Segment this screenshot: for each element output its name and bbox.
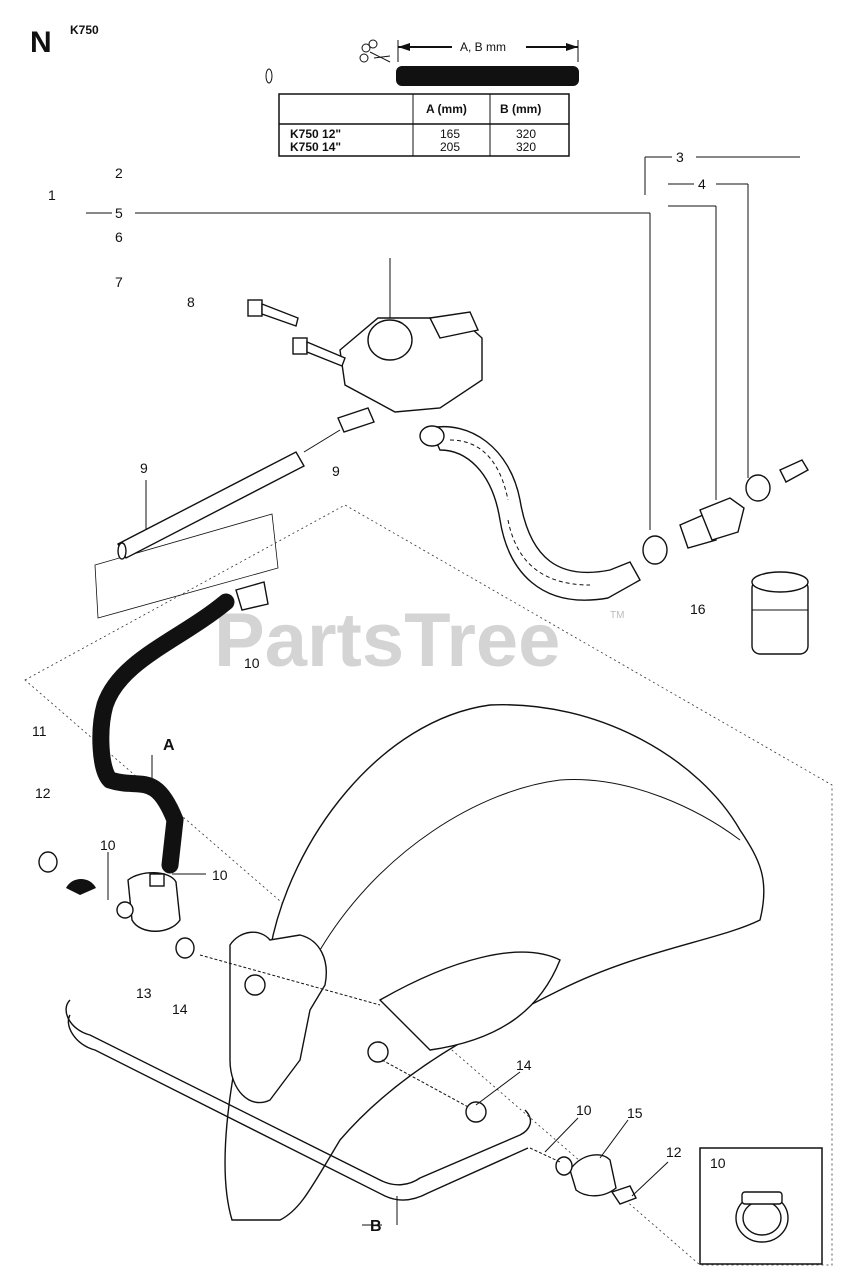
callout-9: 9 [140, 460, 148, 476]
water-hose [92, 593, 235, 874]
section-letter: N [30, 26, 52, 59]
o-ring [745, 474, 771, 502]
coupling-part [699, 497, 745, 541]
dimension-line [397, 40, 579, 62]
callout-5: 5 [115, 205, 123, 221]
callout-10: 10 [576, 1102, 592, 1118]
water-pipe [65, 999, 532, 1186]
table-row-a: 205 [440, 140, 460, 154]
callout-4: 4 [698, 176, 706, 192]
table-row-model: K750 12" [290, 127, 341, 141]
table-header-a: A (mm) [426, 102, 467, 116]
handle-part [339, 311, 483, 413]
water-valve [116, 872, 181, 932]
hose-end-icon [265, 68, 273, 84]
callout-b: B [370, 1218, 382, 1235]
callout-7: 7 [115, 274, 123, 290]
callout-10: 10 [212, 867, 228, 883]
callout-9: 9 [332, 463, 340, 479]
dimension-table [278, 93, 570, 157]
valve-screw [779, 459, 809, 483]
screw-part [247, 299, 299, 327]
callout-14: 14 [516, 1057, 532, 1073]
braided-hose [428, 426, 641, 601]
callout-11: 11 [32, 723, 47, 739]
table-header-b: B (mm) [500, 102, 541, 116]
blade-guard [224, 704, 765, 1221]
valve-cap [38, 851, 96, 895]
dimension-label: A, B mm [460, 40, 506, 54]
leader-lines [86, 156, 800, 530]
callout-10: 10 [244, 655, 260, 671]
hose-connector-part [751, 571, 809, 655]
hose-box [94, 513, 279, 619]
nipple-part [337, 407, 375, 433]
callout-3: 3 [676, 149, 684, 165]
callout-a: A [163, 737, 175, 754]
watermark-tm: TM [610, 610, 624, 621]
callout-2: 2 [115, 165, 123, 181]
hose-clamp [642, 535, 668, 565]
callout-12: 12 [666, 1144, 682, 1160]
callout-12: 12 [35, 785, 51, 801]
washer-part [465, 1101, 487, 1123]
callout-6: 6 [115, 229, 123, 245]
table-row-model: K750 14" [290, 140, 341, 154]
washer-part [175, 937, 195, 959]
table-row-a: 165 [440, 127, 460, 141]
model-name: K750 [70, 23, 99, 37]
inset-box [699, 1147, 823, 1265]
screw-part [292, 337, 346, 367]
lower-leaders [107, 852, 669, 1197]
callout-8: 8 [187, 294, 195, 310]
table-row-b: 320 [516, 127, 536, 141]
callout-13: 13 [136, 985, 152, 1001]
callout-14: 14 [172, 1001, 188, 1017]
screw-part [610, 1185, 637, 1205]
watermark: PartsTree [214, 598, 560, 683]
clamp-detail [735, 1191, 789, 1243]
callout-1: 1 [48, 187, 56, 203]
inset-label: 10 [710, 1155, 726, 1171]
callout-10: 10 [100, 837, 116, 853]
table-row-b: 320 [516, 140, 536, 154]
hose-clamp [235, 581, 269, 611]
assembly-boundary [24, 504, 833, 1266]
callout-16: 16 [690, 601, 706, 617]
hose-sample [396, 66, 579, 86]
callout-15: 15 [627, 1105, 643, 1121]
pipe-clamp [555, 1154, 617, 1197]
scissors-icon [359, 39, 391, 63]
